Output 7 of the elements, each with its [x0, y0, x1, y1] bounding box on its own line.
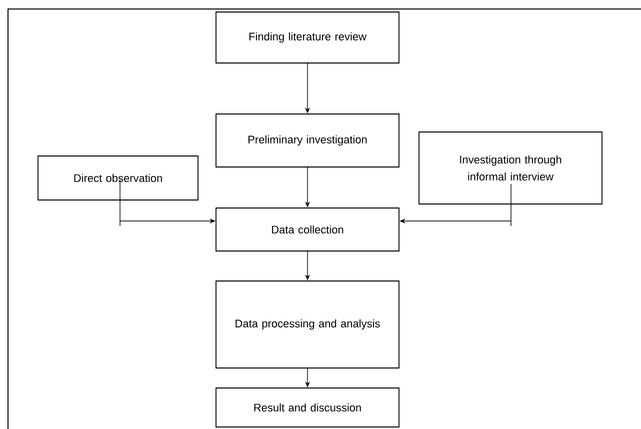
- process-box: Investigation through informal interview: [418, 132, 602, 204]
- process-box: Result and discussion: [216, 388, 400, 428]
- process-box: Data collection: [216, 208, 400, 252]
- process-box: Finding literature review: [216, 12, 400, 64]
- process-box: Preliminary investigation: [216, 114, 400, 168]
- process-box: Data processing and analysis: [216, 280, 400, 368]
- process-box: Direct observation: [38, 156, 198, 200]
